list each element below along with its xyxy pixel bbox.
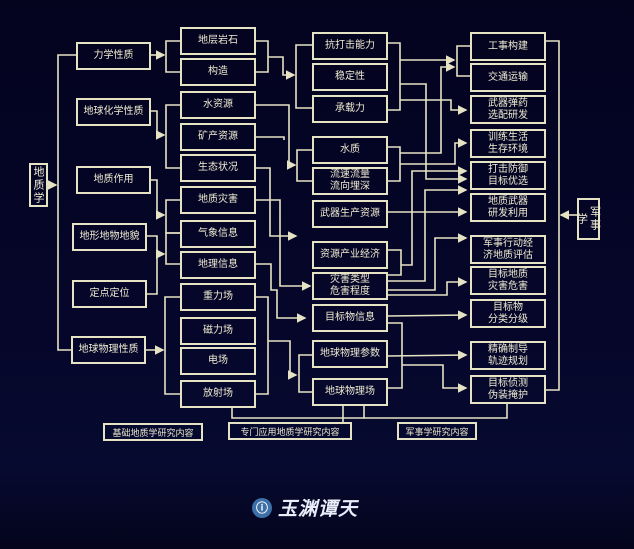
- label-applied-geology: 专门应用地质学研究内容: [228, 422, 352, 440]
- node-geophysical-field: 地球物理场: [312, 378, 388, 406]
- node-target-classification: 目标物 分类分级: [470, 299, 546, 328]
- node-strike-defense: 打击防御 目标优选: [470, 161, 546, 190]
- node-geological-processes: 地质作用: [76, 166, 151, 194]
- node-resource-economy: 资源产业经济: [312, 241, 388, 269]
- logo-text: 玉渊谭天: [278, 498, 359, 520]
- node-target-geohazard: 目标地质 灾害危害: [470, 266, 546, 295]
- node-geochemical-properties: 地球化学性质: [76, 98, 151, 126]
- node-gravity-field: 重力场: [180, 283, 256, 311]
- node-target-detection: 目标侦测 伪装掩护: [470, 375, 546, 404]
- logo: ⓘ 玉渊谭天: [252, 494, 358, 521]
- node-target-info: 目标物信息: [312, 304, 388, 332]
- node-strata-rock: 地层岩石: [180, 27, 256, 55]
- node-military-economic-assessment: 军事行动经 济地质评估: [470, 235, 546, 264]
- military-science-box: 军事学: [575, 198, 602, 240]
- node-precision-guidance: 精确制导 轨迹规划: [470, 341, 546, 370]
- node-weapons-ammo: 武器弹药 选配研发: [470, 95, 546, 124]
- node-hazard-type: 灾害类型 危害程度: [312, 272, 388, 300]
- node-terrain: 地形地物地貌: [72, 223, 147, 251]
- node-geological-weapons: 地质武器 研发利用: [470, 193, 546, 222]
- label-basic-geology: 基础地质学研究内容: [103, 423, 203, 441]
- node-strike-resistance: 抗打击能力: [312, 32, 388, 60]
- node-geophysical-properties: 地球物理性质: [71, 336, 146, 364]
- logo-mark-icon: ⓘ: [252, 497, 272, 518]
- node-electric-field: 电场: [180, 347, 256, 375]
- node-bearing-capacity: 承载力: [312, 95, 388, 123]
- node-flow: 流速流量 流向埋深: [312, 167, 388, 195]
- node-water-quality: 水质: [312, 136, 388, 164]
- node-radiation-field: 放射场: [180, 380, 256, 408]
- node-geohazards: 地质灾害: [180, 186, 256, 214]
- root-geology-box: 地质学: [29, 163, 48, 207]
- node-geographic-info: 地理信息: [180, 251, 256, 279]
- node-water-resources: 水资源: [180, 91, 256, 119]
- node-training-living: 训练生活 生存环境: [470, 129, 546, 158]
- node-mechanical-properties: 力学性质: [76, 42, 151, 70]
- node-meteorology: 气象信息: [180, 220, 256, 248]
- root-label: 地质学: [32, 165, 45, 205]
- label-military-science: 军事学研究内容: [397, 422, 477, 440]
- node-stability: 稳定性: [312, 63, 388, 91]
- node-mineral-resources: 矿产资源: [180, 123, 256, 151]
- node-transportation: 交通运输: [470, 63, 546, 92]
- node-magnetic-field: 磁力场: [180, 317, 256, 345]
- node-weapon-production-resources: 武器生产资源: [312, 200, 388, 228]
- node-structure: 构造: [180, 58, 256, 86]
- node-fortification: 工事构建: [470, 32, 546, 61]
- military-label: 军事学: [575, 206, 602, 232]
- node-positioning: 定点定位: [72, 280, 147, 308]
- node-ecology: 生态状况: [180, 154, 256, 182]
- node-geophysical-parameters: 地球物理参数: [312, 340, 388, 368]
